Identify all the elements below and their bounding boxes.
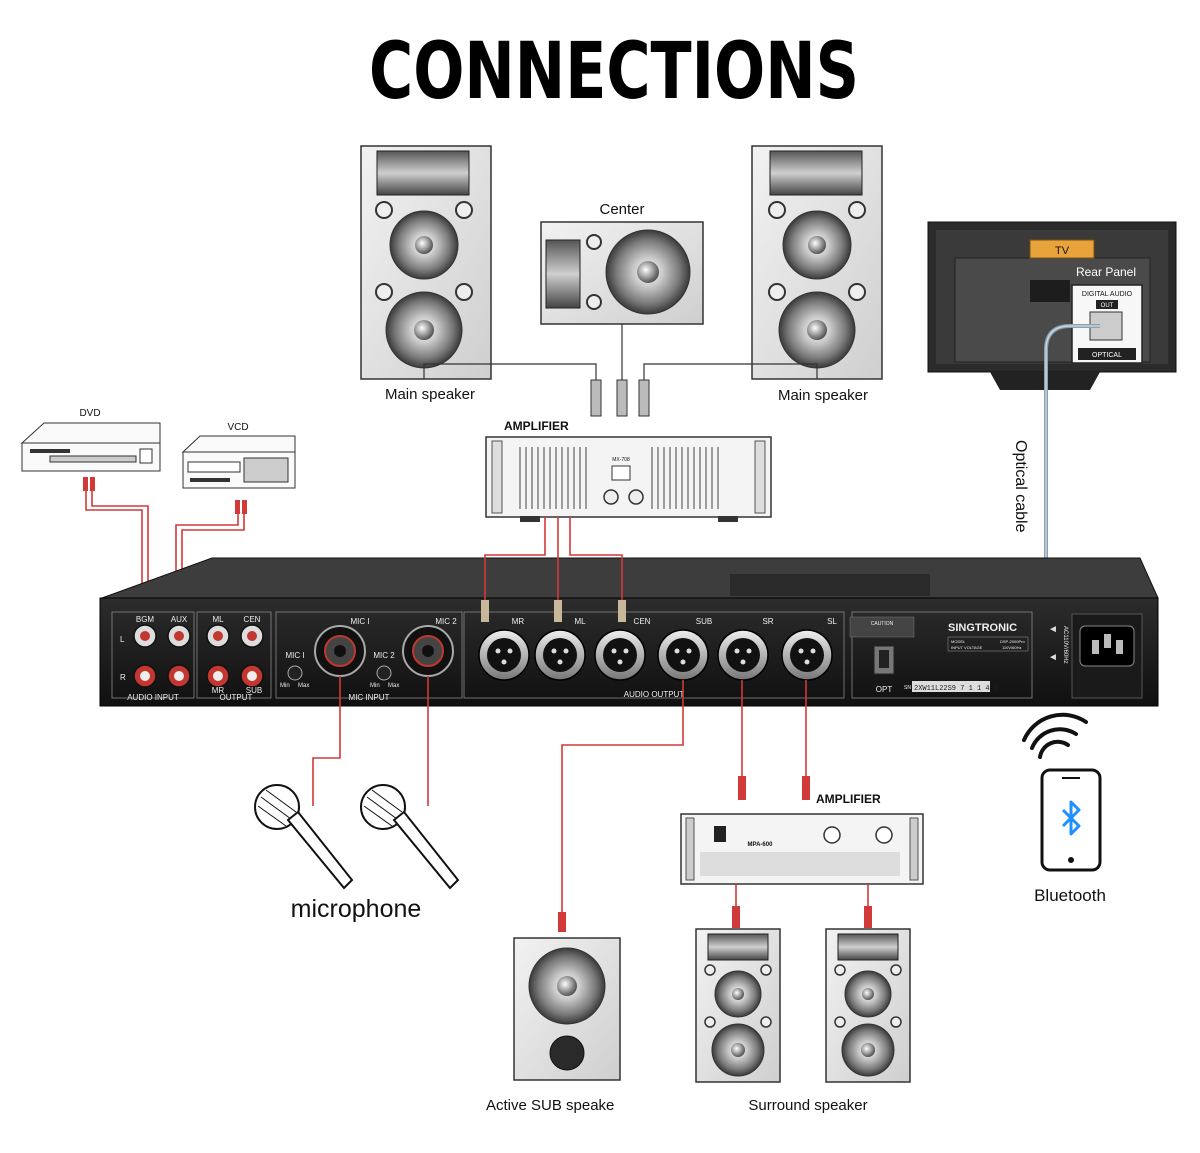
amplifier-bottom-model: MPA-600 [748,842,774,848]
amplifier-top-model: MX-708 [612,457,630,463]
channel-l-label: L [120,635,125,644]
cen-output-label: CEN [244,615,261,624]
surround-plugs-lower [732,906,872,928]
active-sub-speaker [513,937,621,1081]
mr-output-label: MR [212,686,225,695]
amplifier-bottom [680,813,924,885]
model-value: DSP-2000Pro [1000,639,1025,644]
center-speaker-label: Center [599,201,644,218]
audio-output-section-label: AUDIO OUTPUT [624,690,685,699]
serial-sticker [912,681,990,692]
serial-number: 2XW11L22S9 7 1 1 4 8 [914,685,998,693]
dvd-player [20,422,161,472]
sub-plug [558,912,566,932]
serial-prefix: SN [904,685,911,691]
optical-port [873,645,895,675]
ml-output-label: ML [212,615,224,624]
main-speaker-right [751,145,883,380]
speaker-plugs [590,379,650,417]
mic2-jack-label: MIC 2 [435,617,457,626]
xlr-plugs-top [481,600,626,622]
main-speaker-left-label: Main speaker [385,386,475,403]
xlr-cen-label: CEN [634,617,651,626]
amplifier-top-label: AMPLIFIER [504,419,569,433]
brand-name: SINGTRONIC [948,622,1017,634]
xlr-sl-label: SL [827,617,837,626]
wireless-signal-icon [1022,712,1088,759]
microphone-label: microphone [291,895,422,923]
xlr-ml-label: ML [574,617,586,626]
amplifier-top [485,436,772,522]
rca-jacks [133,624,264,688]
xlr-sr-label: SR [762,617,773,626]
aux-jack-label: AUX [171,615,188,624]
vcd-label: VCD [227,422,248,433]
caution-label [849,616,915,638]
active-sub-label: Active SUB speake [486,1097,614,1114]
dvd-label: DVD [79,408,100,419]
sub-output-label: SUB [246,686,262,695]
mic1-max-label: Max [298,683,309,689]
tv-digital-audio-label: DIGITAL AUDIO [1082,291,1133,298]
surround-plugs-upper [738,776,810,800]
main-speaker-left [360,145,492,380]
center-speaker [540,221,704,325]
channel-r-label: R [120,673,126,682]
mic2-min-label: Min [370,683,380,689]
mic1-min-label: Min [280,683,290,689]
xlr-outputs [478,629,833,681]
mic1-jack-label: MIC I [350,617,369,626]
input-voltage-label: INPUT VOLTAGE [951,645,983,650]
main-speaker-right-label: Main speaker [778,387,868,404]
mic-input-section-label: MIC INPUT [349,693,390,702]
tv-rear-panel-label: Rear Panel [1076,265,1136,279]
amplifier-bottom-label: AMPLIFIER [816,792,881,806]
opt-port-label: OPT [876,685,893,694]
xlr-mr-label: MR [512,617,525,626]
audio-input-section-label: AUDIO INPUT [127,693,179,702]
surround-label: Surround speaker [748,1097,867,1114]
surround-speaker-right [825,928,911,1083]
model-label: MODEL [951,639,966,644]
ac-voltage-label: AC110V/60Hz [1062,626,1068,664]
output-section-label: OUTPUT [220,693,253,702]
vcd-player [181,435,296,489]
mic2-max-label: Max [388,683,399,689]
bgm-jack-label: BGM [136,615,155,624]
bluetooth-icon [1061,800,1081,836]
mic2-knob-label: MIC 2 [373,651,395,660]
spec-plate [947,636,1029,652]
mic-combo-jacks [287,625,454,681]
optical-cable-label: Optical cable [1012,440,1029,533]
bluetooth-label: Bluetooth [1034,886,1106,905]
tv [927,221,1177,390]
tv-out-label: OUT [1101,303,1114,309]
caution-text: CAUTION [871,621,894,627]
xlr-sub-label: SUB [696,617,712,626]
surround-speaker-left [695,928,781,1083]
input-voltage-value: 110V/60Hz [1002,645,1022,650]
tv-badge: TV [1055,245,1070,257]
tv-optical-label: OPTICAL [1092,352,1122,359]
power-warning-arrow-2: ◄ [1048,652,1058,663]
mic1-knob-label: MIC I [285,651,304,660]
power-inlet [1071,613,1143,699]
rca-plugs-upper [83,477,247,514]
power-warning-arrow-1: ◄ [1048,624,1058,635]
microphone-2 [360,784,460,890]
microphone-1 [254,784,354,890]
page-title: CONNECTIONS [369,27,859,117]
